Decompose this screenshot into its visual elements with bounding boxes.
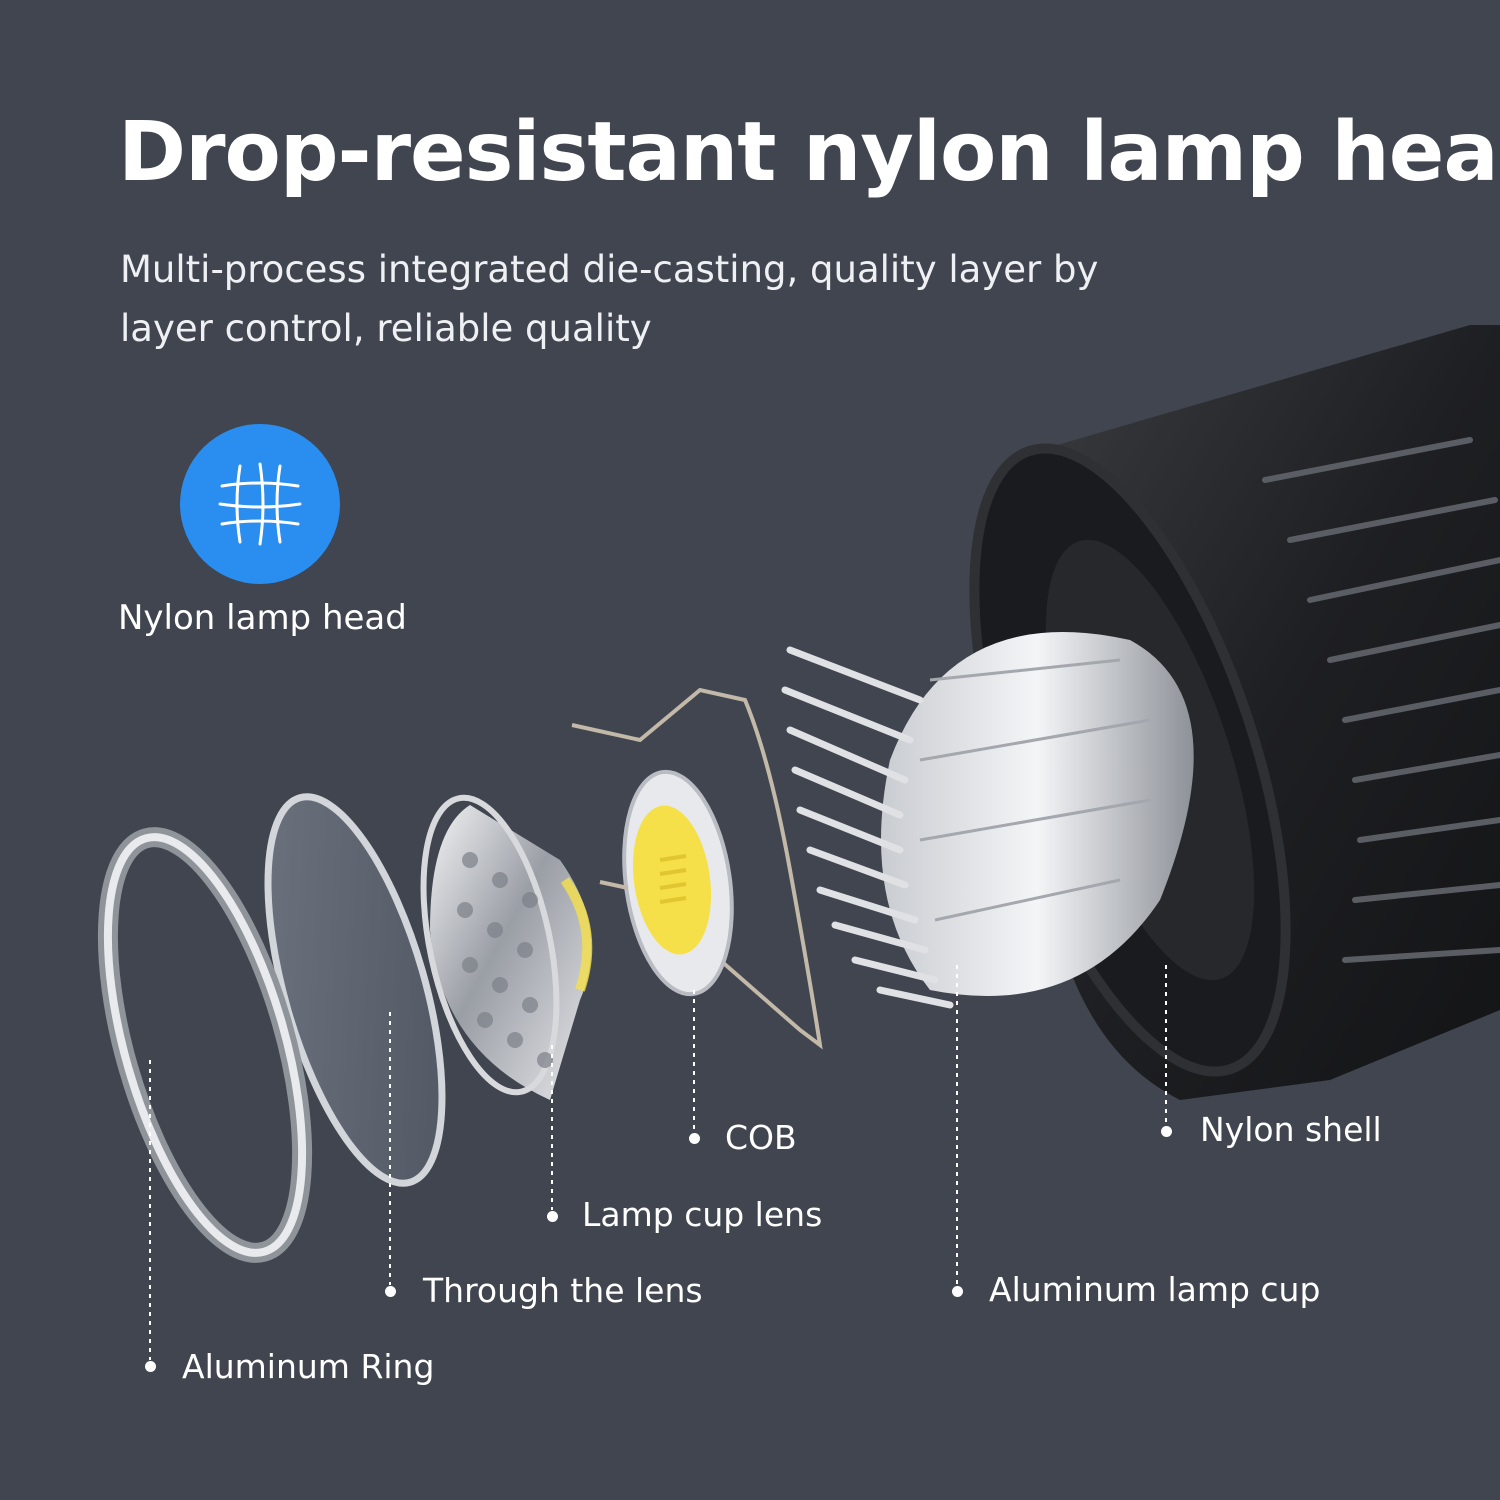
callout-aluminum-lamp-cup: Aluminum lamp cup [989,1270,1321,1309]
page-title: Drop-resistant nylon lamp head [118,105,1500,200]
cob-part [599,769,734,997]
spring-wire [571,687,823,1050]
page-subtitle: Multi-process integrated die-casting, qu… [120,248,1099,350]
callout-aluminum-ring: Aluminum Ring [182,1347,435,1386]
callout-nylon-shell: Nylon shell [1200,1110,1382,1149]
lamp-cup-lens-part [420,794,593,1100]
leader-lines [149,965,1167,1360]
aluminum-lamp-cup-part [781,632,1194,1009]
lamp-cup-lens-dot [547,1211,558,1222]
nylon-badge [180,424,340,584]
aluminum-ring-dot [145,1361,156,1372]
cob-dot [689,1133,700,1144]
aluminum-lamp-cup-dot [952,1286,963,1297]
through-lens-dot [385,1286,396,1297]
nylon-shell-dot [1161,1126,1172,1137]
grid-mesh-icon [218,462,302,546]
aluminum-ring-part [97,827,313,1263]
callout-lamp-cup-lens: Lamp cup lens [582,1195,823,1234]
badge-label: Nylon lamp head [118,598,407,638]
callout-through-lens: Through the lens [423,1271,703,1310]
callout-cob: COB [725,1118,797,1157]
